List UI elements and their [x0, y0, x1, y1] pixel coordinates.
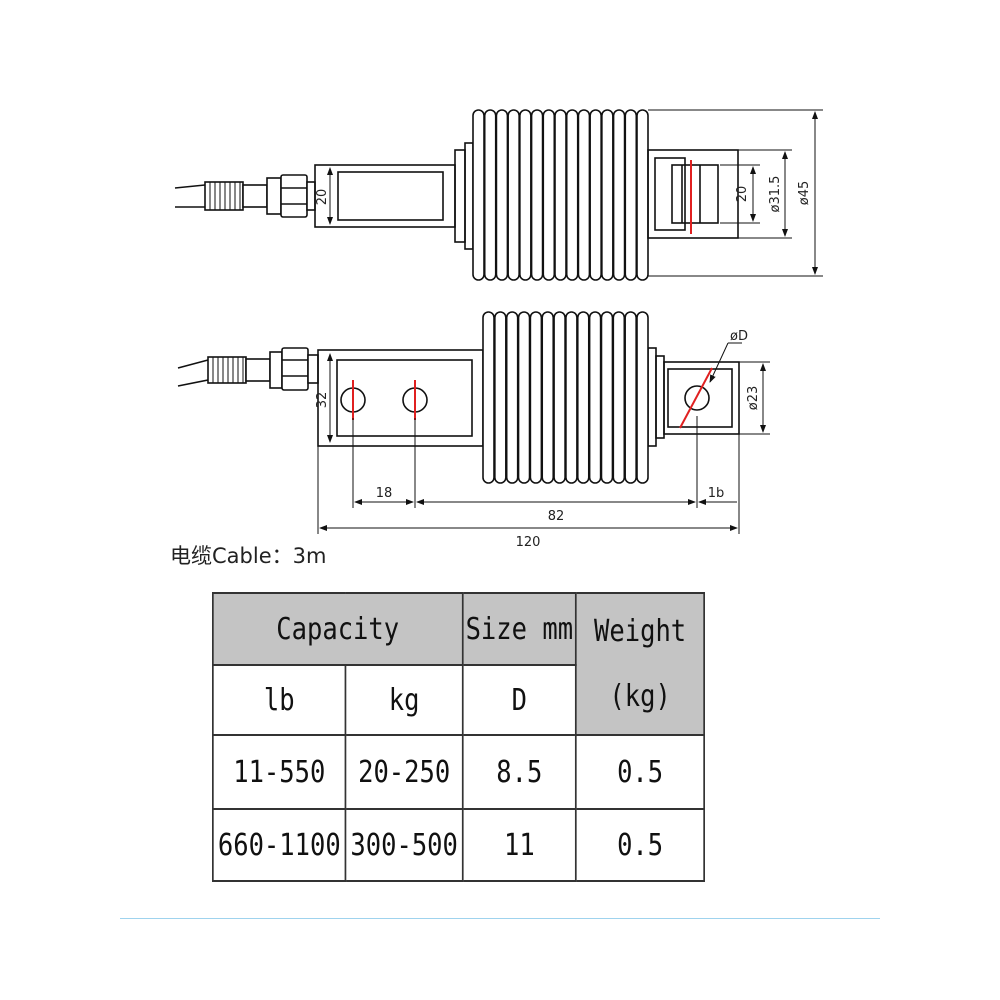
- fin: [612, 109, 626, 281]
- fin: [601, 109, 614, 281]
- cable-length-label: 电缆Cable：3m: [170, 544, 327, 568]
- fin: [483, 109, 497, 281]
- fin: [588, 311, 602, 484]
- fin: [636, 311, 649, 484]
- fin: [576, 311, 590, 484]
- fin: [517, 311, 531, 484]
- fin: [553, 311, 566, 484]
- cell-lb: 11-550: [211, 734, 347, 810]
- cell-weight: 0.5: [575, 808, 705, 882]
- dim-total: 120: [516, 535, 541, 550]
- dim-side-height: 32: [315, 392, 330, 409]
- header-weight-unit: (kg): [609, 679, 671, 714]
- fin: [482, 311, 495, 484]
- fin: [472, 109, 485, 281]
- fin: [541, 311, 555, 484]
- fin: [577, 109, 591, 281]
- fins-top: [472, 109, 649, 281]
- fin: [542, 109, 556, 281]
- fin: [565, 311, 578, 484]
- body-top: [314, 142, 474, 250]
- marker-hole-3: [679, 367, 713, 429]
- fin: [636, 109, 649, 281]
- cell-d: 8.5: [461, 734, 577, 810]
- header-size: Size mm: [461, 592, 577, 666]
- table-row: 660-1100 300-500 11 0.5: [211, 808, 705, 882]
- fins-side: [482, 311, 649, 484]
- fin: [565, 109, 579, 281]
- fin: [529, 311, 543, 484]
- fin: [554, 109, 567, 281]
- fin: [612, 311, 626, 484]
- header-capacity: Capacity: [212, 592, 464, 666]
- dim-hole-spacing: 18: [376, 486, 393, 501]
- dim-side-hole: øD: [730, 329, 748, 344]
- side-view: [177, 311, 740, 484]
- dim-side-diameter: ø23: [746, 386, 761, 411]
- fin: [600, 311, 614, 484]
- cable-top: [174, 174, 316, 218]
- header-weight-label: Weight: [594, 614, 687, 649]
- subheader-d: D: [461, 664, 577, 736]
- body-side: [317, 347, 740, 447]
- cell-kg: 20-250: [344, 734, 464, 810]
- fin: [505, 311, 519, 484]
- fin: [624, 311, 637, 484]
- bottom-divider: [120, 918, 880, 919]
- fin: [507, 109, 520, 281]
- fin: [494, 311, 507, 484]
- dim-top-diameter-small: ø31.5: [768, 176, 783, 213]
- top-view-dimensions: [327, 109, 823, 277]
- fin: [589, 109, 602, 281]
- cell-d: 11: [461, 808, 577, 882]
- side-view-dimensions: [317, 342, 770, 534]
- dim-end: 1b: [708, 486, 725, 501]
- subheader-lb: lb: [211, 664, 347, 736]
- dim-top-height: 20: [315, 189, 330, 206]
- fin: [519, 109, 532, 281]
- cell-weight: 0.5: [575, 734, 705, 810]
- technical-drawing: 20 20 ø31.5 ø45: [174, 109, 823, 550]
- dim-top-inner: 20: [735, 186, 750, 203]
- table-header-row: Capacity Size mm Weight (kg): [212, 592, 705, 736]
- table-row: 11-550 20-250 8.5 0.5: [211, 734, 705, 810]
- end-top: [647, 149, 739, 239]
- fin: [530, 109, 544, 281]
- top-view: [174, 109, 739, 281]
- dim-top-diameter-large: ø45: [797, 181, 812, 206]
- mounting-holes: [340, 367, 713, 429]
- header-weight: Weight (kg): [575, 592, 705, 736]
- fin: [495, 109, 509, 281]
- cable-side: [177, 347, 319, 391]
- table-subheader-row: lb kg D: [211, 664, 704, 736]
- fin: [624, 109, 638, 281]
- spec-table: Capacity Size mm Weight (kg) lb kg D 11-…: [211, 592, 705, 882]
- subheader-kg: kg: [344, 664, 464, 736]
- cell-lb: 660-1100: [211, 808, 347, 882]
- cell-kg: 300-500: [344, 808, 464, 882]
- dim-span: 82: [548, 509, 565, 524]
